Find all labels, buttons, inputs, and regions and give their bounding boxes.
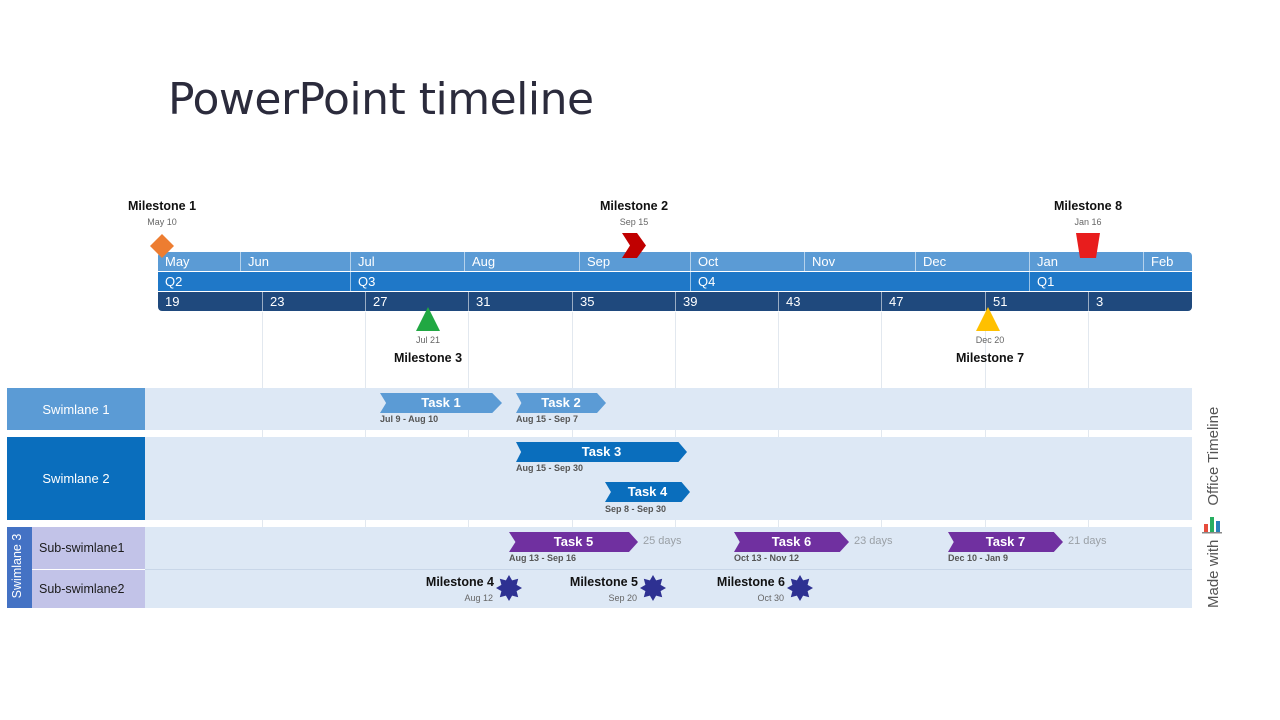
task-2-bar[interactable]: Task 2 — [516, 393, 606, 413]
task-6-date: Oct 13 - Nov 12 — [734, 553, 800, 563]
quarters-band: Q2 Q3 Q4 Q1 — [158, 272, 1192, 291]
quarter-cell: Q2 — [165, 274, 183, 289]
timescale[interactable]: May Jun Jul Aug Sep Oct Nov Dec Jan Feb … — [158, 252, 1192, 312]
milestone-8-date: Jan 16 — [1074, 217, 1102, 227]
milestone-4-date: Aug 12 — [464, 593, 493, 603]
task-3-bar[interactable]: Task 3 — [516, 442, 687, 462]
week-cell: 19 — [165, 294, 180, 309]
milestone-2-label: Milestone 2 — [599, 199, 669, 213]
task-6-label: Task 6 — [771, 534, 812, 549]
task-4-label: Task 4 — [627, 484, 668, 499]
milestone-1-label: Milestone 1 — [127, 199, 197, 213]
month-cell: May — [165, 254, 190, 269]
week-cell: 39 — [675, 292, 697, 311]
task-5-label: Task 5 — [553, 534, 594, 549]
sub-swimlane-divider — [145, 569, 1192, 570]
task-7-duration: 21 days — [1068, 535, 1107, 547]
task-2-label: Task 2 — [541, 395, 581, 410]
office-timeline-name: Office Timeline — [1204, 406, 1222, 506]
week-cell: 27 — [365, 292, 387, 311]
task-5-duration: 25 days — [643, 535, 682, 547]
milestone-5-label: Milestone 5 — [569, 575, 638, 589]
swimlane-3-header[interactable]: Swimlane 3 — [7, 527, 32, 608]
milestone-7-date: Dec 20 — [975, 335, 1005, 345]
milestone-3-label: Milestone 3 — [393, 351, 463, 365]
task-7-date: Dec 10 - Jan 9 — [948, 553, 1009, 563]
milestone-7-label: Milestone 7 — [955, 351, 1025, 365]
milestone-8-label: Milestone 8 — [1053, 199, 1123, 213]
office-timeline-branding[interactable]: Made with Office Timeline — [1202, 388, 1224, 608]
month-cell: Jan — [1029, 252, 1058, 271]
triangle-up-icon[interactable] — [975, 306, 1001, 332]
task-7-bar[interactable]: Task 7 — [948, 532, 1063, 552]
task-2-date: Aug 15 - Sep 7 — [516, 414, 579, 424]
star-icon[interactable] — [787, 575, 813, 601]
milestone-6-date: Oct 30 — [757, 593, 784, 603]
task-7-label: Task 7 — [985, 534, 1026, 549]
month-cell: Sep — [579, 252, 610, 271]
week-cell: 3 — [1088, 292, 1103, 311]
week-cell: 51 — [985, 292, 1007, 311]
task-5-date: Aug 13 - Sep 16 — [509, 553, 577, 563]
milestone-3-date: Jul 21 — [415, 335, 441, 345]
swimlane-3-label: Swimlane 3 — [10, 533, 24, 599]
page-title: PowerPoint timeline — [168, 74, 594, 125]
task-1-label: Task 1 — [421, 395, 461, 410]
month-cell: Nov — [804, 252, 835, 271]
task-3-label: Task 3 — [581, 444, 622, 459]
week-cell: 31 — [468, 292, 490, 311]
task-4-bar[interactable]: Task 4 — [605, 482, 690, 502]
quarter-cell: Q1 — [1029, 272, 1054, 291]
task-4-date: Sep 8 - Sep 30 — [605, 504, 667, 514]
sub-swimlane-1-header[interactable]: Sub-swimlane1 — [32, 527, 145, 569]
month-cell: Dec — [915, 252, 946, 271]
task-1-date: Jul 9 - Aug 10 — [380, 414, 439, 424]
milestone-4-label: Milestone 4 — [425, 575, 494, 589]
week-cell: 47 — [881, 292, 903, 311]
chevron-right-icon[interactable] — [621, 232, 647, 259]
month-cell: Jul — [350, 252, 375, 271]
task-3-date: Aug 15 - Sep 30 — [516, 463, 584, 473]
quarter-cell: Q3 — [350, 272, 375, 291]
swimlane-2-header[interactable]: Swimlane 2 — [7, 437, 145, 520]
task-6-bar[interactable]: Task 6 — [734, 532, 849, 552]
office-timeline-logo-icon — [1202, 516, 1222, 534]
milestone-5-date: Sep 20 — [608, 593, 637, 603]
month-cell: Feb — [1143, 252, 1173, 271]
week-cell: 23 — [262, 292, 284, 311]
quarter-cell: Q4 — [690, 272, 715, 291]
months-band: May Jun Jul Aug Sep Oct Nov Dec Jan Feb — [158, 252, 1192, 271]
week-cell: 43 — [778, 292, 800, 311]
month-cell: Jun — [240, 252, 269, 271]
star-icon[interactable] — [496, 575, 522, 601]
task-5-bar[interactable]: Task 5 — [509, 532, 638, 552]
weeks-band: 19 23 27 31 35 39 43 47 51 3 — [158, 292, 1192, 311]
month-cell: Aug — [464, 252, 495, 271]
triangle-up-icon[interactable] — [415, 306, 441, 332]
star-icon[interactable] — [640, 575, 666, 601]
made-with-text: Made with — [1204, 539, 1222, 608]
swimlane-1-header[interactable]: Swimlane 1 — [7, 388, 145, 430]
milestone-6-label: Milestone 6 — [716, 575, 785, 589]
month-cell: Oct — [690, 252, 718, 271]
milestone-1-date: May 10 — [147, 217, 177, 227]
task-6-duration: 23 days — [854, 535, 893, 547]
milestone-2-date: Sep 15 — [619, 217, 649, 227]
trapezoid-icon[interactable] — [1075, 232, 1101, 259]
diamond-icon[interactable] — [149, 233, 175, 259]
swimlane-1-area — [145, 388, 1192, 430]
task-1-bar[interactable]: Task 1 — [380, 393, 502, 413]
week-cell: 35 — [572, 292, 594, 311]
sub-swimlane-2-header[interactable]: Sub-swimlane2 — [32, 570, 145, 608]
